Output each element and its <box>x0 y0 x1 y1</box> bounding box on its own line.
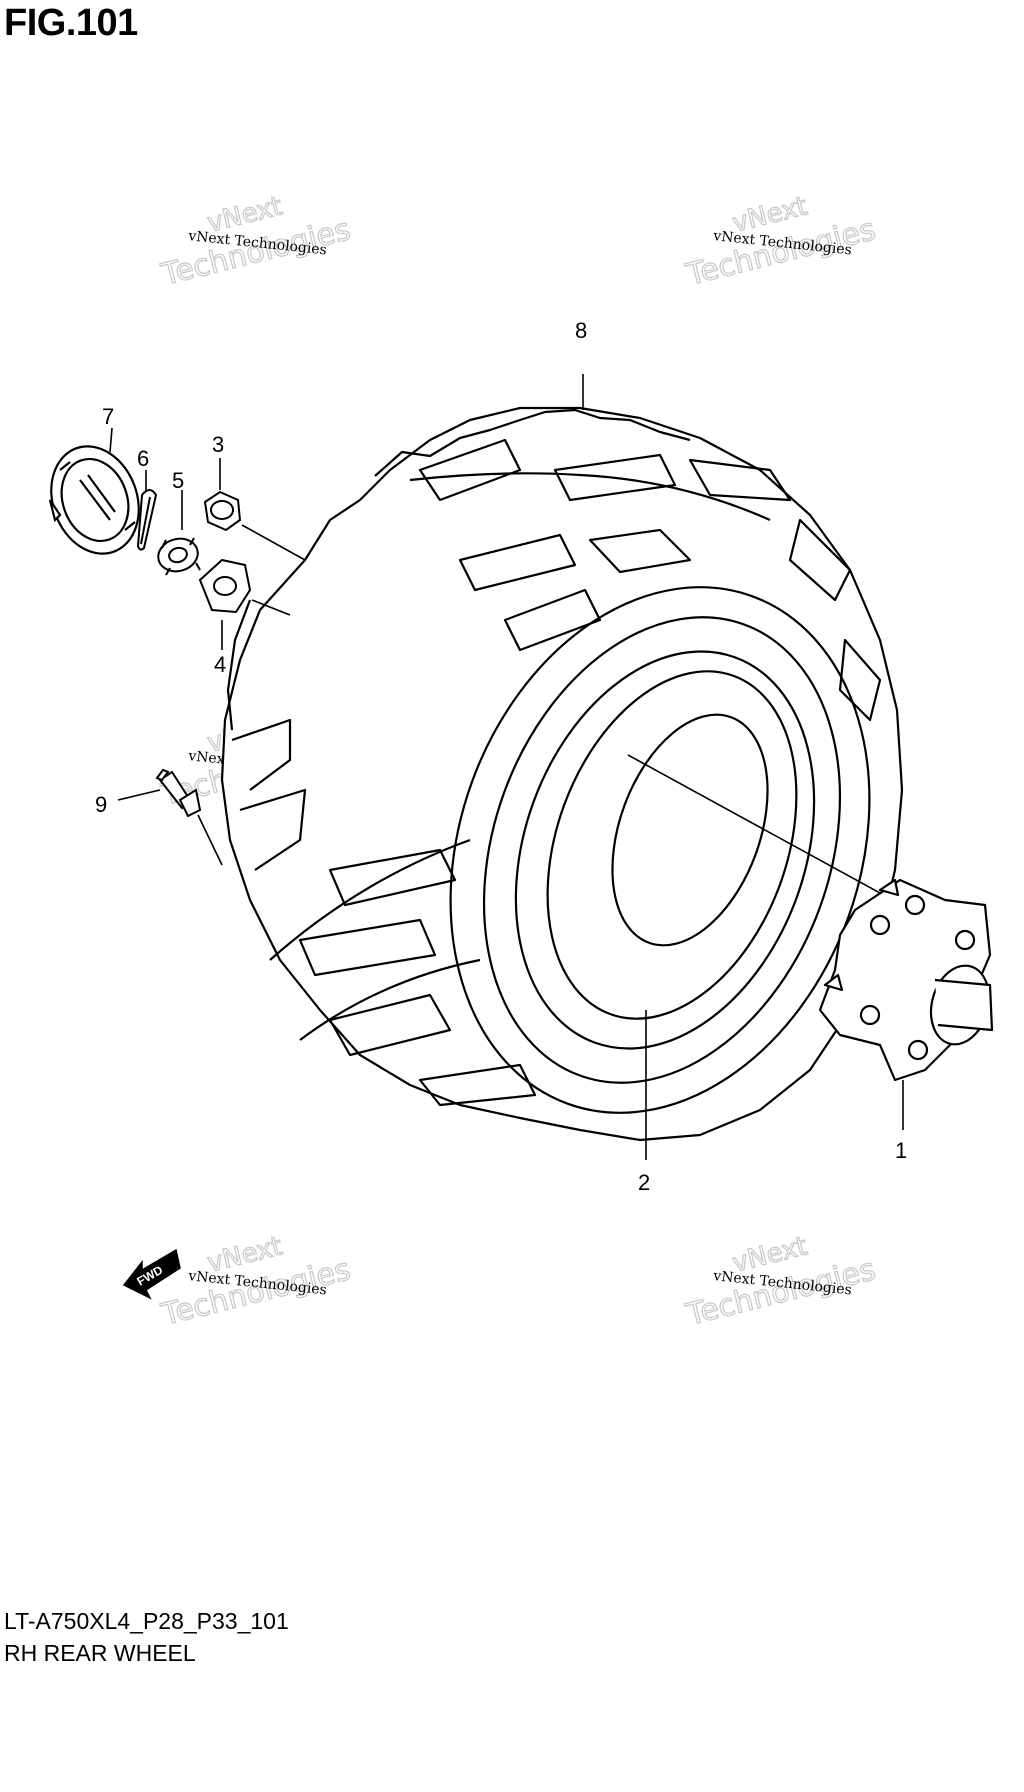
wheel-nut-illustration <box>203 490 242 532</box>
tire-sidewall-outer <box>449 586 871 1114</box>
lock-washer-illustration <box>198 558 252 614</box>
wheel-rim-outer <box>514 650 816 1050</box>
watermark-bottom-right: Technologies vNext vNext Technologies <box>682 1231 880 1334</box>
leader-lines <box>109 374 904 1160</box>
figure-title: FIG.101 <box>4 2 138 44</box>
callout-3: 3 <box>212 432 224 457</box>
figure-model-code: LT-A750XL4_P28_P33_101 <box>4 1608 289 1634</box>
callout-8: 8 <box>575 318 587 343</box>
hub-cap-illustration <box>48 445 140 555</box>
callout-9: 9 <box>95 792 107 817</box>
wheel-rim-inner <box>546 670 798 1020</box>
wheel-hub-opening <box>611 713 769 947</box>
valve-stem-illustration <box>155 768 202 818</box>
callout-2: 2 <box>638 1170 650 1195</box>
watermark-top-left: Technologies vNext vNext Technologies <box>157 191 355 294</box>
wheel-hub-illustration <box>818 878 994 1082</box>
tire-sidewall-inner <box>482 616 842 1084</box>
watermark-bottom-left: Technologies vNext vNext Technologies <box>157 1231 355 1334</box>
figure-description: RH REAR WHEEL <box>4 1640 196 1666</box>
callout-5: 5 <box>172 468 184 493</box>
callout-6: 6 <box>137 446 149 471</box>
castle-nut-illustration <box>157 537 201 576</box>
callout-4: 4 <box>214 652 226 677</box>
callout-1: 1 <box>895 1138 907 1163</box>
cotter-pin-illustration <box>136 489 158 551</box>
watermark-top-right: Technologies vNext vNext Technologies <box>682 191 880 294</box>
forward-direction-arrow: FWD <box>122 1248 181 1300</box>
callout-7: 7 <box>102 404 114 429</box>
tire-outer-silhouette <box>220 406 904 1142</box>
tire-illustration <box>220 406 904 1142</box>
